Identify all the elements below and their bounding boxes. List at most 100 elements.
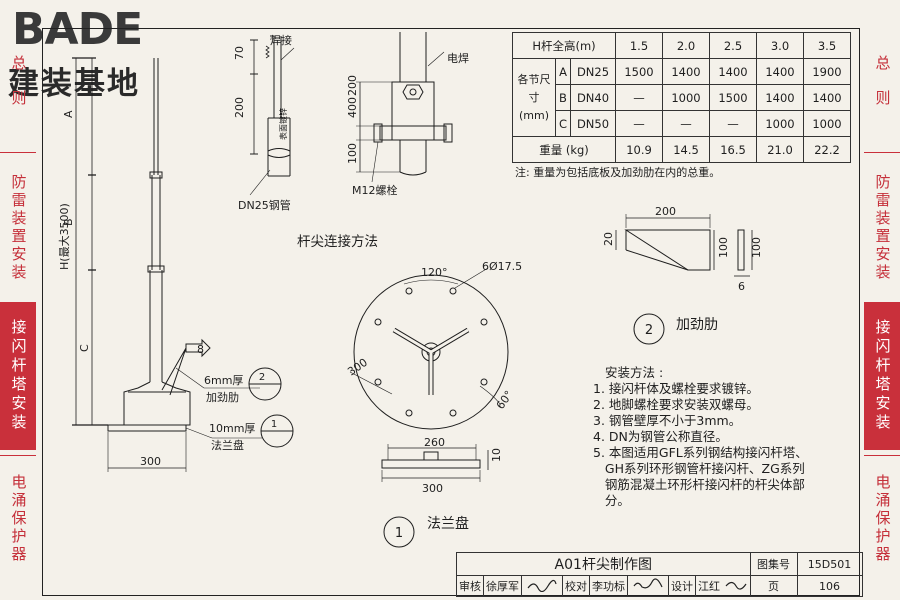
label-electric-weld: 电焊 bbox=[447, 51, 469, 65]
label-6mm-plate: 6mm厚 bbox=[204, 374, 243, 387]
install-title: 安装方法 : bbox=[605, 365, 664, 380]
table-height-col: 2.0 bbox=[662, 32, 710, 59]
title-block: A01杆尖制作图 图集号 15D501 审核 徐厚军 校对 李功标 设计 江红 … bbox=[456, 552, 863, 597]
table-row-dn: DN40 bbox=[570, 84, 616, 111]
label-dim-8: 8 bbox=[197, 343, 204, 356]
label-rib: 加劲肋 bbox=[206, 390, 239, 404]
label-section-A: A bbox=[62, 110, 75, 118]
table-cell: 1400 bbox=[756, 84, 804, 111]
table-cell: 1400 bbox=[803, 84, 851, 111]
right-tab-general[interactable]: 总则 bbox=[873, 55, 892, 125]
pole-assembly bbox=[72, 57, 262, 472]
left-tab-general[interactable]: 总则 bbox=[9, 55, 28, 125]
table-weight: 16.5 bbox=[709, 136, 757, 163]
label-dim-200b: 200 bbox=[346, 75, 359, 96]
table-height-col: 2.5 bbox=[709, 32, 757, 59]
table-row-dn: DN50 bbox=[570, 110, 616, 137]
label-rib-100a: 100 bbox=[717, 237, 730, 258]
label-10mm-plate: 10mm厚 bbox=[209, 422, 255, 435]
label-weld: 焊接 bbox=[270, 33, 292, 47]
flange-plate bbox=[349, 267, 509, 430]
atlas-number: 15D501 bbox=[796, 552, 863, 576]
table-row-code: C bbox=[555, 110, 571, 137]
caption-tip-connection: 杆尖连接方法 bbox=[297, 233, 378, 250]
reviewer-name: 徐厚军 bbox=[483, 575, 522, 597]
logo-wordmark: BADE bbox=[12, 4, 143, 55]
table-note: 注: 重量为包括底板及加劲肋在内的总重。 bbox=[515, 166, 721, 179]
checker-name: 李功标 bbox=[589, 575, 628, 597]
label-dn25-pipe: DN25钢管 bbox=[238, 198, 291, 212]
table-cell: 1000 bbox=[803, 110, 851, 137]
table-cell: 1400 bbox=[709, 58, 757, 85]
label-pole-height: H(最大3500) bbox=[57, 203, 71, 270]
table-height-col: 3.5 bbox=[803, 32, 851, 59]
caption-rib: 加劲肋 bbox=[676, 317, 718, 333]
right-tab-lightning-device[interactable]: 防雷装置安装 bbox=[873, 174, 892, 282]
table-cell: 1400 bbox=[662, 58, 710, 85]
rib-detail bbox=[615, 214, 753, 277]
table-cell: 1000 bbox=[662, 84, 710, 111]
page-number: 106 bbox=[796, 575, 863, 597]
flange-section bbox=[381, 444, 489, 482]
label-flange-260: 260 bbox=[424, 436, 445, 449]
table-cell: — bbox=[662, 110, 710, 137]
review-label: 审核 bbox=[456, 575, 484, 597]
table-cell: 1900 bbox=[803, 58, 851, 85]
label-rib-200: 200 bbox=[655, 205, 676, 218]
label-angle-120: 120° bbox=[421, 266, 448, 279]
install-line: 3. 钢管壁厚不小于3mm。 bbox=[593, 413, 742, 428]
left-tab-surge[interactable]: 电涌保护器 bbox=[9, 474, 28, 564]
label-rib-20a: 20 bbox=[602, 232, 615, 246]
table-weight: 21.0 bbox=[756, 136, 804, 163]
label-section-B: B bbox=[62, 218, 75, 226]
label-rib-6: 6 bbox=[738, 280, 745, 293]
table-height-col: 1.5 bbox=[615, 32, 663, 59]
table-cell: 1500 bbox=[615, 58, 663, 85]
ref-number-2: 2 bbox=[645, 323, 653, 338]
drawing-frame bbox=[42, 28, 860, 596]
ref-number-1-small: 1 bbox=[271, 419, 277, 430]
table-weight-label: 重量 (kg) bbox=[512, 136, 616, 163]
table-cell: — bbox=[709, 110, 757, 137]
table-cell: 1500 bbox=[709, 84, 757, 111]
label-dim-70: 70 bbox=[233, 46, 246, 60]
install-line: 2. 地脚螺栓要求安装双螺母。 bbox=[593, 397, 759, 412]
table-height-col: 3.0 bbox=[756, 32, 804, 59]
install-notes: 安装方法 : 1. 接闪杆体及螺栓要求镀锌。 2. 地脚螺栓要求安装双螺母。 3… bbox=[593, 365, 808, 509]
table-row-dn: DN25 bbox=[570, 58, 616, 85]
atlas-label: 图集号 bbox=[749, 552, 798, 576]
install-line: 钢筋混凝土环形杆接闪杆的杆尖体部 bbox=[593, 477, 805, 492]
design-label: 设计 bbox=[668, 575, 696, 597]
label-m12-bolt: M12螺栓 bbox=[352, 183, 398, 197]
check-label: 校对 bbox=[562, 575, 590, 597]
connection-detail bbox=[356, 32, 453, 183]
review-signature bbox=[521, 575, 563, 597]
install-line: 1. 接闪杆体及螺栓要求镀锌。 bbox=[593, 381, 759, 396]
table-header-height: H杆全高(m) bbox=[512, 32, 616, 59]
label-flange-10: 10 bbox=[490, 448, 503, 462]
install-line: GH系列环形钢管杆接闪杆、ZG系列 bbox=[593, 461, 805, 476]
label-rib-100b: 100 bbox=[750, 237, 763, 258]
tip-detail bbox=[249, 35, 295, 196]
right-tab-surge[interactable]: 电涌保护器 bbox=[873, 474, 892, 564]
label-flange-300: 300 bbox=[422, 482, 443, 495]
right-tab-rod-tower[interactable]: 接闪杆塔安装 bbox=[864, 302, 900, 450]
table-row-code: A bbox=[555, 58, 571, 85]
install-line: 5. 本图适用GFL系列钢结构接闪杆塔、 bbox=[593, 445, 808, 460]
drawing-title: A01杆尖制作图 bbox=[456, 552, 751, 576]
table-cell: — bbox=[615, 110, 663, 137]
table-cell: 1400 bbox=[756, 58, 804, 85]
label-galvanized: 表面镀锌 bbox=[278, 108, 288, 140]
label-holes: 6Ø17.5 bbox=[482, 260, 522, 273]
label-section-C: C bbox=[78, 344, 91, 352]
left-tab-rod-tower[interactable]: 接闪杆塔安装 bbox=[0, 302, 36, 450]
size-weight-table: H杆全高(m) 1.5 2.0 2.5 3.0 3.5 各节尺寸(mm) A D… bbox=[512, 32, 851, 163]
table-cell: — bbox=[615, 84, 663, 111]
left-tab-lightning-device[interactable]: 防雷装置安装 bbox=[9, 174, 28, 282]
page-label: 页 bbox=[749, 575, 798, 597]
label-base-300: 300 bbox=[140, 455, 161, 468]
ref-number-2-small: 2 bbox=[259, 372, 265, 383]
install-line: 4. DN为钢管公称直径。 bbox=[593, 429, 728, 444]
table-weight: 10.9 bbox=[615, 136, 663, 163]
